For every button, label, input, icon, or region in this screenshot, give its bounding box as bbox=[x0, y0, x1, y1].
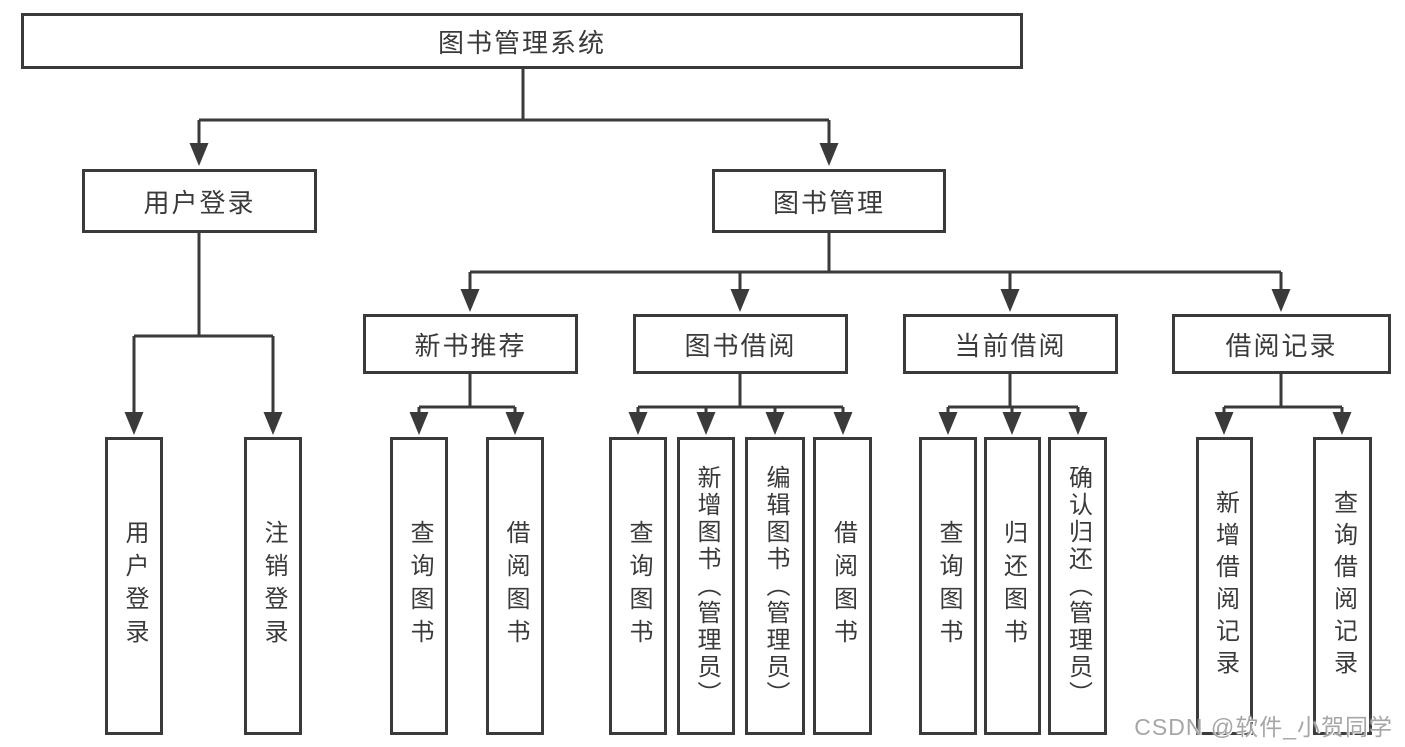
leaf-borrow-books: 借阅图书 bbox=[813, 437, 872, 735]
leaf-label: 查询借阅记录 bbox=[1329, 490, 1357, 682]
leaf-label: 借阅图书 bbox=[502, 520, 529, 652]
node-book-borrowing: 图书借阅 bbox=[633, 314, 848, 374]
node-label: 图书借阅 bbox=[684, 330, 797, 361]
node-label: 图书管理系统 bbox=[437, 27, 606, 58]
node-user-login: 用户登录 bbox=[82, 169, 317, 233]
leaf-label: 编辑图书（管理员） bbox=[762, 464, 789, 708]
leaf-query-books: 查询图书 bbox=[919, 437, 977, 735]
leaf-label: 用户登录 bbox=[121, 520, 148, 652]
leaf-query-borrow-record: 查询借阅记录 bbox=[1313, 437, 1372, 735]
arrowhead-icons bbox=[124, 143, 1352, 435]
leaf-return-books: 归还图书 bbox=[984, 437, 1041, 735]
leaf-label: 查询图书 bbox=[406, 520, 433, 652]
leaf-user-login: 用户登录 bbox=[105, 437, 163, 735]
leaf-label: 借阅图书 bbox=[829, 520, 857, 652]
leaf-label: 确认归还（管理员） bbox=[1064, 464, 1092, 708]
node-label: 图书管理 bbox=[772, 187, 885, 218]
leaf-label: 查询图书 bbox=[625, 520, 652, 652]
leaf-label: 归还图书 bbox=[999, 520, 1027, 652]
node-new-book-recommend: 新书推荐 bbox=[363, 314, 578, 374]
leaf-borrow-books: 借阅图书 bbox=[486, 437, 544, 735]
node-label: 新书推荐 bbox=[414, 330, 527, 361]
node-current-borrowing: 当前借阅 bbox=[903, 314, 1118, 374]
node-borrowing-records: 借阅记录 bbox=[1172, 314, 1391, 374]
node-label: 借阅记录 bbox=[1225, 330, 1338, 361]
tree-edges bbox=[132, 69, 1344, 415]
leaf-label: 新增借阅记录 bbox=[1211, 490, 1239, 682]
csdn-watermark: CSDN @软件_小贺同学 bbox=[1134, 714, 1393, 740]
node-book-management: 图书管理 bbox=[712, 169, 946, 233]
leaf-label: 新增图书（管理员） bbox=[693, 464, 720, 708]
leaf-add-books-admin: 新增图书（管理员） bbox=[677, 437, 735, 735]
leaf-label: 注销登录 bbox=[260, 520, 287, 652]
leaf-edit-books-admin: 编辑图书（管理员） bbox=[745, 437, 805, 735]
node-label: 当前借阅 bbox=[954, 330, 1067, 361]
leaf-label: 查询图书 bbox=[935, 520, 962, 652]
leaf-query-books: 查询图书 bbox=[390, 437, 448, 735]
leaf-confirm-return-admin: 确认归还（管理员） bbox=[1048, 437, 1107, 735]
leaf-logout: 注销登录 bbox=[244, 437, 302, 735]
leaf-add-borrow-record: 新增借阅记录 bbox=[1196, 437, 1253, 735]
leaf-query-books: 查询图书 bbox=[609, 437, 667, 735]
node-library-system: 图书管理系统 bbox=[21, 13, 1023, 69]
node-label: 用户登录 bbox=[143, 187, 256, 218]
